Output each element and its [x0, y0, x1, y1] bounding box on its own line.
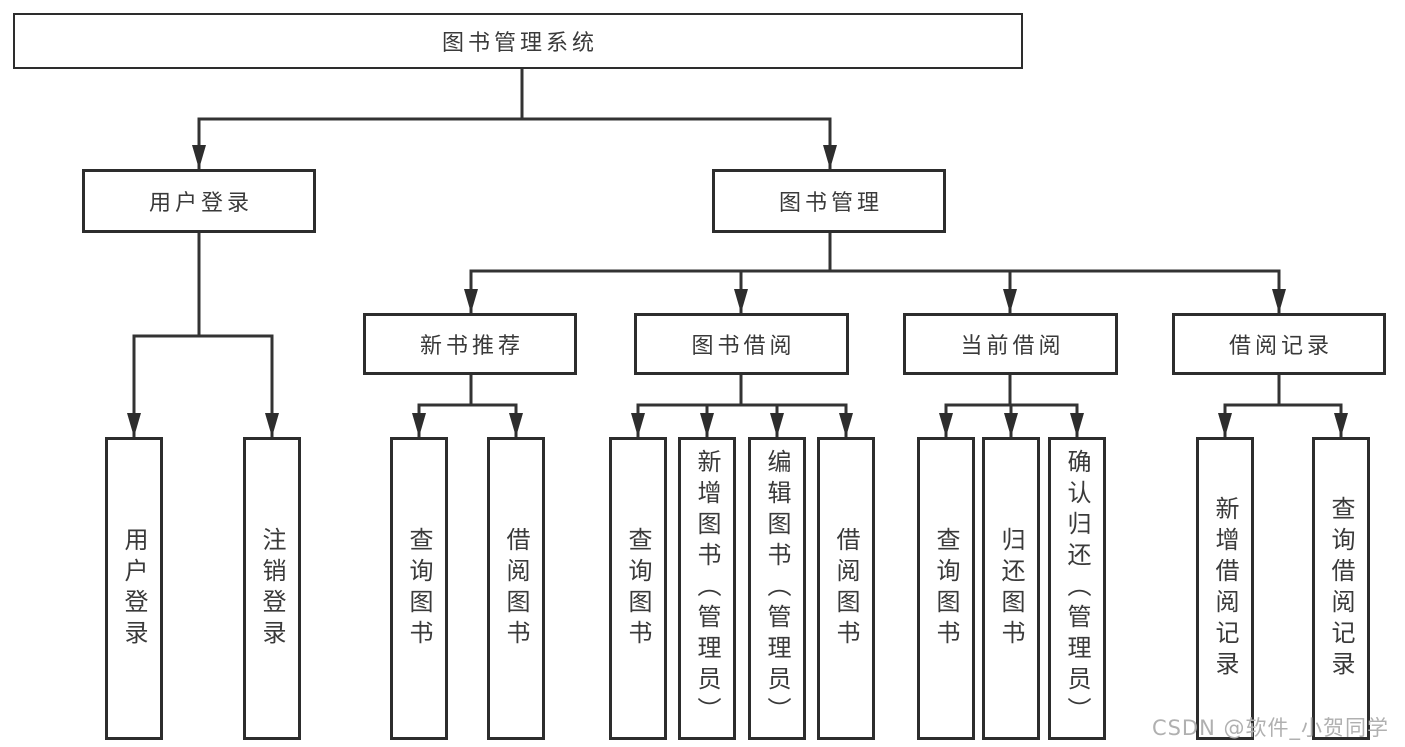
node-label: 新书推荐: [419, 334, 524, 359]
leaf-label: 新增借阅记录: [1211, 495, 1239, 682]
leaf-query-books-recommend: 查询图书: [390, 437, 448, 740]
leaf-query-borrow-record: 查询借阅记录: [1312, 437, 1370, 740]
leaf-label: 查询图书: [624, 526, 652, 651]
node-label: 用户登录: [148, 191, 253, 216]
node-label: 图书管理: [778, 191, 883, 216]
node-label: 当前借阅: [960, 334, 1065, 359]
leaf-label: 查询图书: [405, 526, 433, 651]
node-book-borrow: 图书借阅: [634, 313, 849, 375]
leaf-label: 新增图书（管理员）: [693, 449, 721, 728]
leaf-label: 借阅图书: [832, 526, 860, 651]
leaf-add-borrow-record: 新增借阅记录: [1196, 437, 1254, 740]
leaf-query-books-borrow: 查询图书: [609, 437, 667, 740]
node-new-book-recommend: 新书推荐: [363, 313, 577, 375]
leaf-label: 注销登录: [258, 526, 286, 651]
leaf-label: 查询借阅记录: [1327, 495, 1355, 682]
leaf-logout: 注销登录: [243, 437, 301, 740]
leaf-confirm-return-admin: 确认归还（管理员）: [1048, 437, 1106, 740]
leaf-label: 确认归还（管理员）: [1063, 449, 1091, 728]
node-label: 借阅记录: [1228, 334, 1333, 359]
csdn-watermark: CSDN @软件_小贺同学: [1151, 716, 1389, 740]
leaf-borrow-books-recommend: 借阅图书: [487, 437, 545, 740]
leaf-label: 查询图书: [932, 526, 960, 651]
node-user-login: 用户登录: [82, 169, 316, 233]
node-label: 图书借阅: [691, 334, 796, 359]
leaf-borrow-books: 借阅图书: [817, 437, 875, 740]
leaf-label: 归还图书: [997, 526, 1025, 651]
leaf-label: 编辑图书（管理员）: [763, 449, 791, 728]
leaf-return-book: 归还图书: [982, 437, 1040, 740]
leaf-query-books-current: 查询图书: [917, 437, 975, 740]
leaf-add-book-admin: 新增图书（管理员）: [678, 437, 736, 740]
leaf-edit-book-admin: 编辑图书（管理员）: [748, 437, 806, 740]
leaf-label: 用户登录: [120, 526, 148, 651]
node-root-label: 图书管理系统: [441, 31, 598, 56]
node-book-management: 图书管理: [712, 169, 946, 233]
node-current-borrow: 当前借阅: [903, 313, 1118, 375]
leaf-user-login: 用户登录: [105, 437, 163, 740]
node-root: 图书管理系统: [13, 13, 1023, 69]
node-borrow-records: 借阅记录: [1172, 313, 1386, 375]
leaf-label: 借阅图书: [502, 526, 530, 651]
